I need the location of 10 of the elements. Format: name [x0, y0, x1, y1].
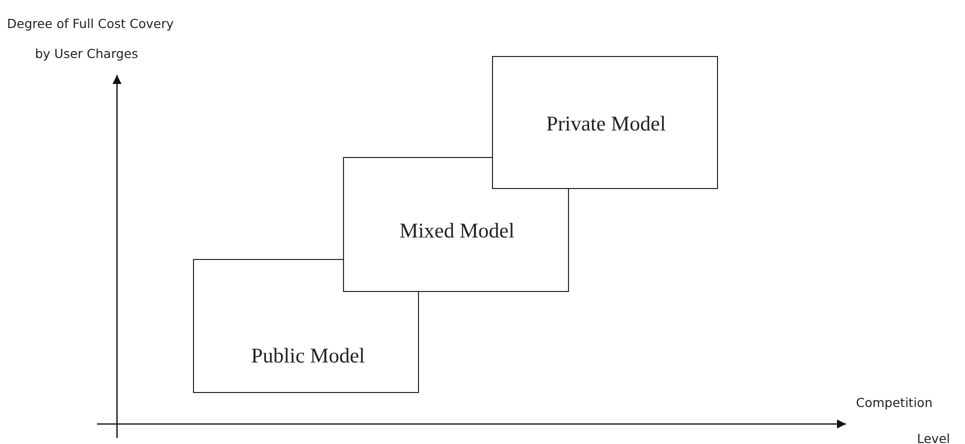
model-box [343, 157, 569, 292]
axis-label: Level [917, 431, 950, 444]
axis-label: Degree of Full Cost Covery [7, 16, 174, 31]
model-box [492, 56, 718, 189]
model-label: Mixed Model [400, 218, 514, 244]
model-label: Public Model [251, 344, 365, 368]
model-box [193, 259, 419, 393]
model-label: Private Model [546, 112, 666, 136]
axis-label: by User Charges [35, 46, 138, 61]
axis-label: Competition [856, 395, 932, 410]
